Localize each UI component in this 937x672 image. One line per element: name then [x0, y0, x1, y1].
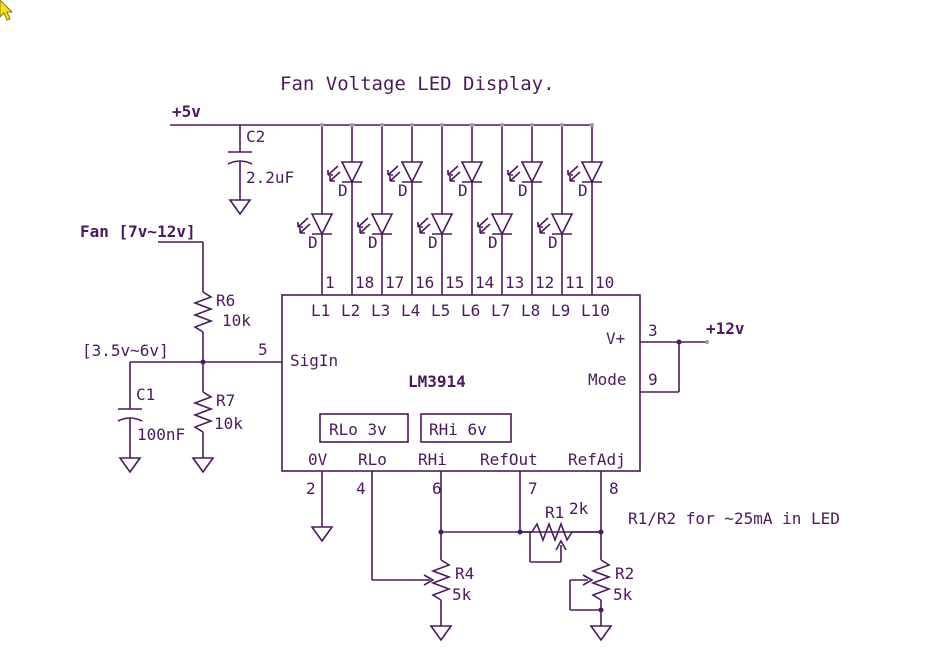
rlo-pin: 4 [356, 479, 366, 498]
rlo-box [319, 413, 409, 443]
led-ref-label: D [518, 181, 528, 200]
led-pin-number: 15 [445, 273, 464, 292]
rhi-box-label: RHi 6v [429, 420, 487, 439]
led-ref-label: D [488, 233, 498, 252]
refadj-label: RefAdj [568, 450, 626, 469]
c2-value: 2.2uF [246, 168, 294, 187]
led-pin-number: 14 [475, 273, 494, 292]
c2-ref: C2 [246, 127, 265, 146]
r4-ref: R4 [455, 564, 474, 583]
led-1: D1 [297, 123, 335, 295]
led-5: D 15 [417, 123, 464, 295]
gnd-label: 0V [308, 450, 328, 469]
lm3914-ic: L1 L2 L3 L4 L5 L6 L7 L8 L9 L10 LM3914 SigIn V+ Mo… [281, 294, 641, 472]
r2-ref: R2 [615, 564, 634, 583]
ground-icon [430, 625, 452, 641]
ground-icon [311, 526, 333, 542]
ic-name: LM3914 [408, 372, 466, 391]
output-label-l1: L1 [311, 301, 330, 320]
ground-icon [229, 199, 251, 215]
r6-ref: R6 [216, 291, 235, 310]
r6-value: 10k [222, 311, 251, 330]
cursor-icon [0, 0, 14, 21]
led-ref-label: D [548, 233, 558, 252]
output-label-l7: L7 [491, 301, 510, 320]
vcc12-net: +12v 3 9 [640, 319, 745, 393]
ground-icon [119, 457, 141, 473]
led-pin-number: 11 [565, 273, 584, 292]
led-pin-number: 13 [505, 273, 524, 292]
led-pin-number: 1 [325, 273, 335, 292]
r2-value: 5k [613, 585, 633, 604]
led-4: D 16 [387, 123, 434, 295]
led-pin-number: 17 [385, 273, 404, 292]
output-label-l10: L10 [581, 301, 610, 320]
led-7: D 13 [477, 123, 524, 295]
rlo-label: RLo [358, 450, 387, 469]
vplus-label: V+ [606, 329, 625, 348]
sigin-pin: 5 [258, 340, 268, 359]
refout-label: RefOut [480, 450, 538, 469]
led-2: D 18 [327, 123, 374, 295]
rhi-box [420, 413, 512, 443]
sigin-label: SigIn [290, 351, 338, 370]
led-pin-number: 16 [415, 273, 434, 292]
rlo-box-label: RLo 3v [329, 420, 387, 439]
diagram-title: Fan Voltage LED Display. [280, 73, 555, 95]
led-pin-number: 12 [535, 273, 554, 292]
fan-divider: Fan [7v~12v] R6 10k R7 10k C1 100nF [3.5… [80, 222, 282, 473]
r7-ref: R7 [216, 391, 235, 410]
output-label-l9: L9 [551, 301, 570, 320]
led-ref-label: D [338, 181, 348, 200]
led-ref-label: D [398, 181, 408, 200]
divider-label: [3.5v~6v] [82, 341, 169, 360]
r4-value: 5k [452, 585, 472, 604]
mode-label: Mode [588, 370, 627, 389]
r1-ref: R1 [545, 503, 564, 522]
refadj-pin: 8 [609, 479, 619, 498]
vcc5-label: +5v [172, 102, 201, 121]
led-ref-label: D [458, 181, 468, 200]
led-ref-label: D [578, 181, 588, 200]
output-label-l4: L4 [401, 301, 420, 320]
led-9: D 11 [537, 123, 584, 295]
gnd-pin: 2 [306, 479, 316, 498]
vplus-pin: 3 [648, 321, 658, 340]
vcc5-rail: +5v [170, 102, 592, 126]
rhi-label: RHi [418, 450, 447, 469]
mode-pin: 9 [648, 370, 658, 389]
rhi-pin: 6 [432, 479, 442, 498]
rlo-net: 4 [356, 471, 435, 586]
capacitor-c2: C2 2.2uF [227, 125, 294, 215]
led-pin-number: 10 [595, 273, 614, 292]
vcc12-label: +12v [706, 319, 745, 338]
led-ref-label: D [368, 233, 378, 252]
potentiometer-r4: 6 R4 5k [430, 471, 474, 641]
pin2-ground: 2 [306, 471, 333, 542]
fan-input-label: Fan [7v~12v] [80, 222, 196, 241]
led-10: D 10 [567, 123, 614, 295]
ground-icon [192, 457, 214, 473]
output-label-l8: L8 [521, 301, 540, 320]
c1-value: 100nF [137, 425, 185, 444]
reference-network: 7 8 R1 2k R2 5k [438, 471, 634, 641]
r7-value: 10k [214, 414, 243, 433]
led-6: D 14 [447, 123, 494, 295]
output-label-l2: L2 [341, 301, 360, 320]
led-pin-number: 18 [355, 273, 374, 292]
output-label-l3: L3 [371, 301, 390, 320]
led-ref-label: D [428, 233, 438, 252]
output-label-l6: L6 [461, 301, 480, 320]
r1-value: 2k [569, 499, 589, 518]
led-ref-label: D [308, 233, 318, 252]
led-8: D 12 [507, 123, 554, 295]
led-3: D 17 [357, 123, 404, 295]
ground-icon [590, 625, 612, 641]
c1-ref: C1 [136, 385, 155, 404]
refout-pin: 7 [528, 479, 538, 498]
output-label-l5: L5 [431, 301, 450, 320]
design-note: R1/R2 for ~25mA in LED [628, 509, 840, 528]
